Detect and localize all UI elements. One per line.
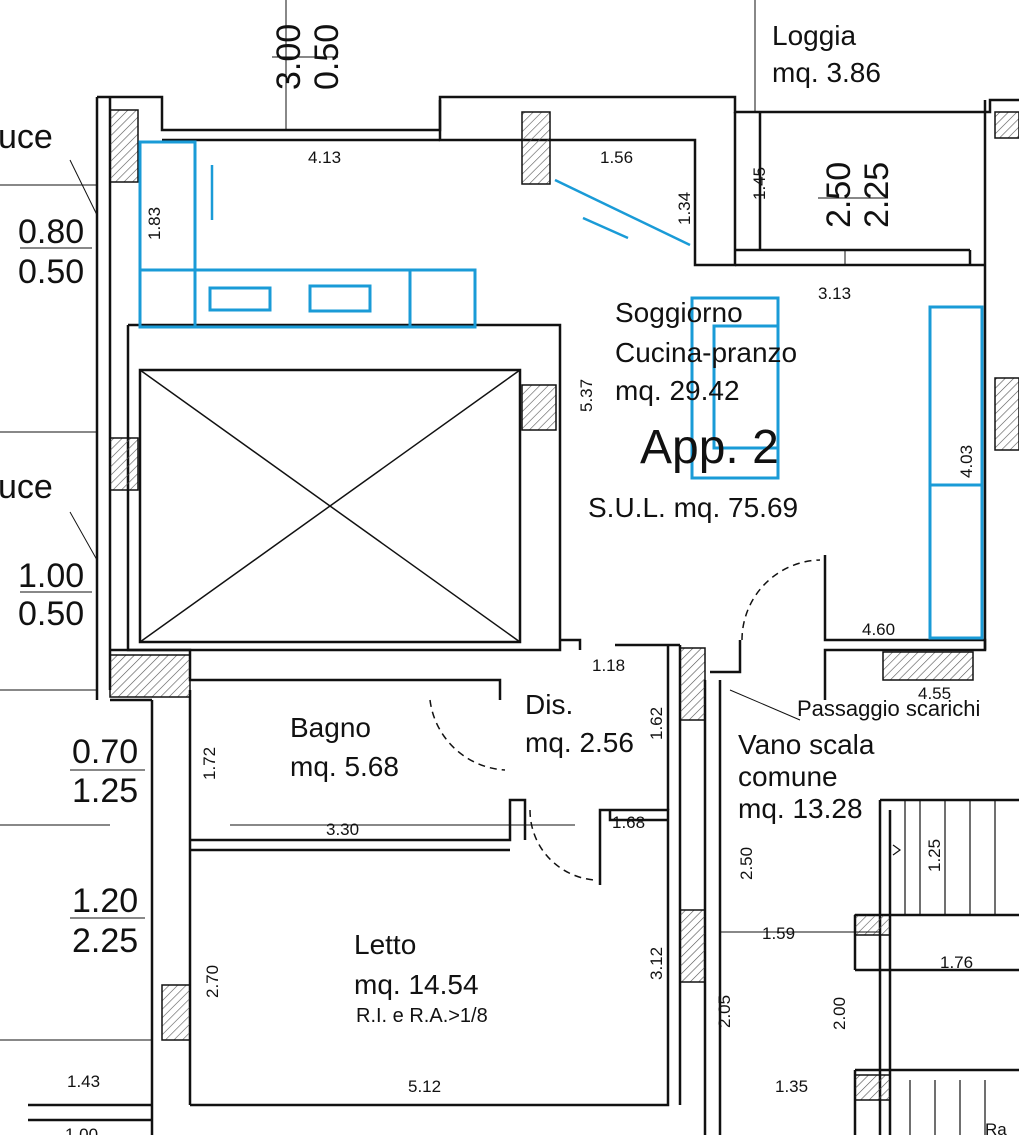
dim-4-60: 4.60 [862, 620, 895, 639]
letto-name: Letto [354, 929, 416, 960]
dim-1-62: 1.62 [647, 707, 666, 740]
dis-name: Dis. [525, 689, 573, 720]
dim-1-35: 1.35 [775, 1077, 808, 1096]
top-fraction-num: 3.00 [270, 24, 308, 90]
soggiorno-area: mq. 29.42 [615, 375, 740, 406]
dim-1-56: 1.56 [600, 148, 633, 167]
bagno-area: mq. 5.68 [290, 751, 399, 782]
apartment-name: App. 2 [640, 421, 779, 474]
dim-3-12: 3.12 [647, 947, 666, 980]
sul-area: S.U.L. mq. 75.69 [588, 492, 798, 523]
fraction-den-4: 2.25 [72, 922, 138, 960]
bagno-name: Bagno [290, 712, 371, 743]
room-labels: Loggia mq. 3.86 Soggiorno Cucina-pranzo … [0, 20, 980, 1027]
dim-1-68: 1.68 [612, 813, 645, 832]
loggia-name: Loggia [772, 20, 857, 51]
dim-2-50: 2.50 [737, 847, 756, 880]
fraction-num-1: 0.80 [18, 213, 84, 251]
letto-area: mq. 14.54 [354, 969, 479, 1000]
dim-5-37: 5.37 [577, 379, 596, 412]
soggiorno-name: Soggiorno [615, 297, 743, 328]
dim-5-12: 5.12 [408, 1077, 441, 1096]
dim-4-03: 4.03 [957, 445, 976, 478]
dim-3-30: 3.30 [326, 820, 359, 839]
fraction-num-4: 1.20 [72, 882, 138, 920]
dim-4-13: 4.13 [308, 148, 341, 167]
passaggio-scarichi: Passaggio scarichi [797, 696, 980, 721]
dim-1-76: 1.76 [940, 953, 973, 972]
vano-scala-line2: comune [738, 761, 838, 792]
dim-1-72: 1.72 [200, 747, 219, 780]
fraction-num-2: 1.00 [18, 557, 84, 595]
fraction-den-3: 1.25 [72, 772, 138, 810]
dim-4-55: 4.55 [918, 684, 951, 703]
fraction-num-3: 0.70 [72, 733, 138, 771]
fraction-den-1: 0.50 [18, 253, 84, 291]
stair-treads [892, 800, 996, 1135]
hatched-pillars [109, 109, 1019, 1101]
dim-1-83: 1.83 [145, 207, 164, 240]
top-fraction-den: 0.50 [308, 24, 346, 90]
loggia-area: mq. 3.86 [772, 57, 881, 88]
dim-2-05: 2.05 [715, 995, 734, 1028]
loggia-fraction-num: 2.50 [820, 162, 858, 228]
dim-3-13: 3.13 [818, 284, 851, 303]
dis-area: mq. 2.56 [525, 727, 634, 758]
dim-1-59: 1.59 [762, 924, 795, 943]
loggia-fraction-den: 2.25 [858, 162, 896, 228]
dim-1-18: 1.18 [592, 656, 625, 675]
cucina-name: Cucina-pranzo [615, 337, 797, 368]
dim-1-25: 1.25 [925, 839, 944, 872]
luce-label-top: uce [0, 118, 53, 156]
furniture-highlights [138, 140, 984, 640]
dim-1-45: 1.45 [750, 167, 769, 200]
dim-1-00: 1.00 [65, 1125, 98, 1135]
dim-2-70: 2.70 [203, 965, 222, 998]
ra-label: Ra [985, 1120, 1007, 1135]
door-swings [429, 559, 821, 881]
luce-label-mid: uce [0, 468, 53, 506]
dimension-labels: 4.13 1.56 1.34 1.45 1.83 3.13 5.37 4.03 … [65, 148, 1007, 1135]
fraction-den-2: 0.50 [18, 595, 84, 633]
vano-scala-area: mq. 13.28 [738, 793, 863, 824]
vano-scala-name: Vano scala [738, 729, 875, 760]
dimension-lines [0, 0, 888, 1041]
letto-note: R.I. e R.A.>1/8 [356, 1005, 488, 1027]
window-fractions: 0.80 0.50 1.00 0.50 0.70 1.25 1.20 2.25 … [18, 24, 896, 960]
dim-2-00: 2.00 [830, 997, 849, 1030]
dim-1-43: 1.43 [67, 1072, 100, 1091]
dim-1-34: 1.34 [675, 192, 694, 225]
shaft-cross [139, 369, 521, 643]
